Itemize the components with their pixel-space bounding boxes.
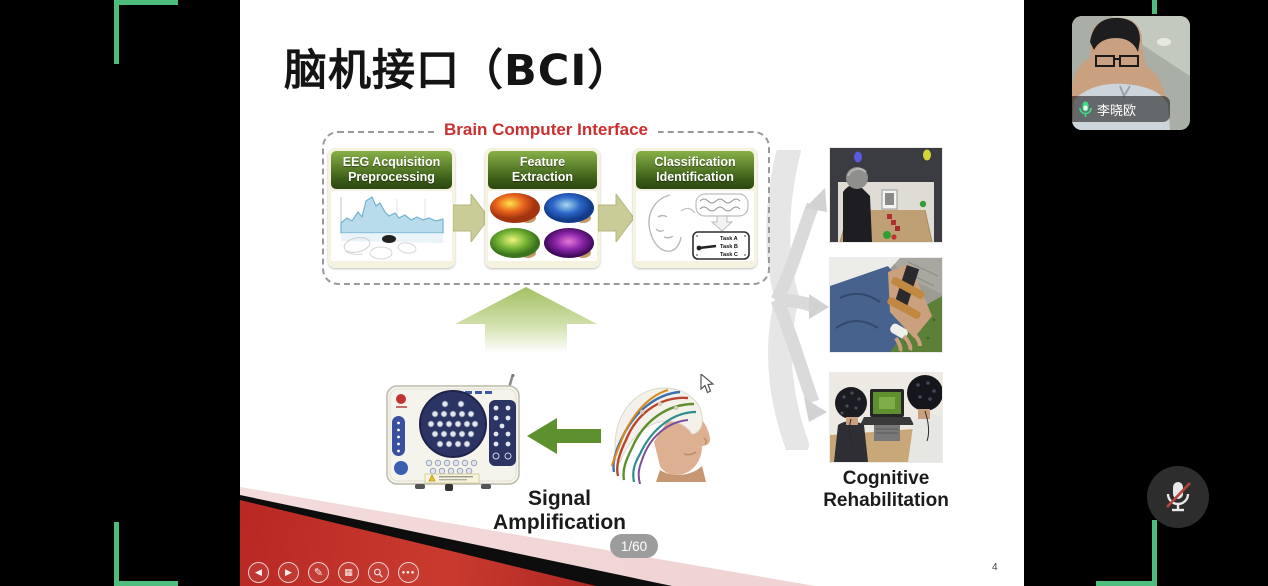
photo-eeg-training [830,373,942,462]
photo-hand-orthosis [830,258,942,352]
participant-video-thumbnail[interactable]: 李晓欧 [1072,16,1190,130]
eeg-cap-head-photo [611,387,711,484]
page-indicator-badge[interactable]: 1/60 [610,534,658,558]
flow-arrow-right-2 [598,194,634,242]
more-tools-button[interactable]: ●●● [398,562,419,583]
svg-text:Task C: Task C [720,252,738,258]
mic-muted-icon [1166,482,1191,512]
prev-icon: ◀ [255,567,262,577]
brain-topography-maps [488,191,597,261]
slide-title: 脑机接口（BCI） [284,46,632,96]
participant-name-bar: 李晓欧 [1072,96,1170,122]
slides-grid-icon: ▦ [344,567,353,577]
box-header: Feature Extraction [488,151,597,189]
magnifier-icon: ⚲ [370,564,387,581]
flow-arrow-right-1 [453,194,489,242]
eeg-signal-chart [331,191,452,261]
caption-signal-amplification: Signal Amplification [492,487,626,534]
microphone-mute-button[interactable] [1147,466,1209,528]
capture-corner-top-left-arm [114,0,178,5]
box-header: Classification Identification [636,151,754,189]
box-header: EEG Acquisition Preprocessing [331,151,452,189]
bci-diagram-label: Brain Computer Interface [322,120,770,140]
next-icon: ▶ [285,567,292,577]
classification-diagram: Task A Task B Task C [636,191,754,261]
pen-icon: ✎ [313,567,324,579]
caption-cognitive-rehabilitation: Cognitive Rehabilitation [823,468,949,512]
photo-vr-navigation [830,148,942,242]
magnifier-button[interactable]: ⚲ [368,562,389,583]
capture-corner-top-left [114,0,119,64]
participant-name: 李晓欧 [1097,103,1137,119]
capture-corner-bottom-right [1152,520,1157,586]
capture-corner-bottom-left-arm [114,581,178,586]
signal-flow-arrow-left [527,418,601,454]
branch-arrows [766,150,829,450]
slide-panel-button[interactable]: ▦ [338,562,359,583]
mouse-cursor [700,374,715,394]
ellipsis-icon: ●●● [401,569,416,576]
annotate-button[interactable]: ✎ [308,562,329,583]
svg-text:Task A: Task A [720,236,738,242]
slide-red-ribbon [240,470,1024,586]
mic-on-icon [1079,101,1092,117]
capture-corner-bottom-left [114,522,119,586]
capture-corner-top-right [1152,0,1157,14]
pipeline-box-eeg-acquisition: EEG Acquisition Preprocessing [328,148,455,268]
svg-text:Task B: Task B [720,244,738,250]
presenter-toolbar: ◀ ▶ ✎ ▦ ⚲ ●●● [248,562,419,583]
pipeline-box-feature-extraction: Feature Extraction [485,148,600,268]
next-slide-button[interactable]: ▶ [278,562,299,583]
capture-corner-bottom-right-arm [1096,581,1157,586]
up-arrow [455,287,597,353]
presentation-slide: 脑机接口（BCI） Brain Computer Interface EEG A… [240,0,1024,586]
eeg-amplifier-device [386,374,520,491]
pipeline-box-classification: Classification Identification Task A Ta [633,148,757,268]
previous-slide-button[interactable]: ◀ [248,562,269,583]
slide-page-number: 4 [992,562,998,573]
